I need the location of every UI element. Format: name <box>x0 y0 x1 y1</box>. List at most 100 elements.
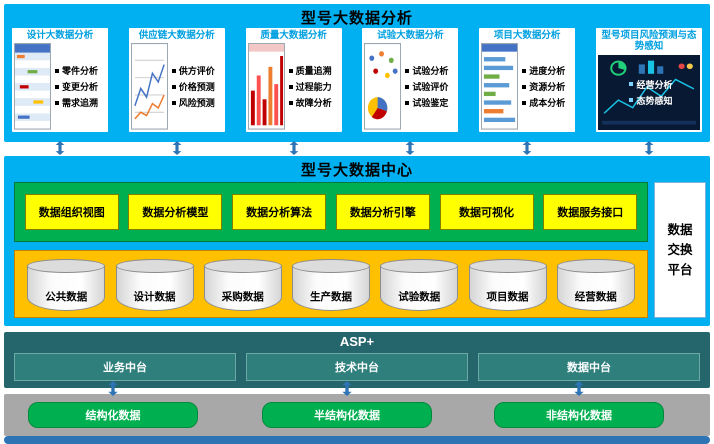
cylinder-top-icon <box>115 259 194 273</box>
bullet-square-icon <box>171 68 176 73</box>
bullet-label: 试验鉴定 <box>412 98 449 109</box>
asp-platform-layer: ASP+ 业务中台 技术中台 数据中台 <box>4 332 710 388</box>
bullet-item: 试验分析 <box>405 64 448 77</box>
bullet-label: 进度分析 <box>529 66 566 77</box>
database-cylinder-common-data: 公共数据 <box>27 259 106 311</box>
bullet-square-icon <box>171 100 176 105</box>
cylinder-top-icon <box>203 259 282 273</box>
capability-data-service-api: 数据服务接口 <box>543 194 638 230</box>
exchange-line: 平台 <box>667 263 693 277</box>
bullet-label: 试验分析 <box>412 66 449 77</box>
bullet-label: 变更分析 <box>62 82 99 93</box>
datastore-container: 公共数据 设计数据 采购数据 生产数据 试验数据 <box>14 250 648 318</box>
panel-title: 型号项目风险预测与态势感知 <box>601 30 697 53</box>
bullet-square-icon <box>522 68 527 73</box>
bullet-square-icon <box>405 68 410 73</box>
asp-title: ASP+ <box>339 334 375 349</box>
bullet-label: 成本分析 <box>529 98 566 109</box>
panel-bullets: 进度分析 资源分析 成本分析 <box>518 61 565 112</box>
panel-body: 供方评价 价格预测 风险预测 <box>130 43 223 130</box>
double-arrow-icon <box>522 141 532 155</box>
bullet-square-icon <box>405 100 410 105</box>
source-structured-data: 结构化数据 <box>28 402 198 428</box>
source-semi-structured-data: 半结构化数据 <box>262 402 432 428</box>
datastore-label: 采购数据 <box>221 291 264 303</box>
datastore-label: 设计数据 <box>133 291 176 303</box>
bullet-square-icon <box>55 68 59 73</box>
panel-body: 试验分析 试验评价 试验鉴定 <box>364 43 456 130</box>
bullet-square-icon <box>171 84 176 89</box>
cylinder-body-icon <box>203 266 282 311</box>
double-arrow-icon <box>289 141 299 155</box>
bullet-label: 零件分析 <box>62 66 99 77</box>
cylinder-body-icon <box>556 266 635 311</box>
cylinder-body-icon <box>27 266 106 311</box>
database-cylinder-procurement-data: 采购数据 <box>203 259 282 311</box>
database-cylinder-production-data: 生产数据 <box>292 259 370 311</box>
bullet-square-icon <box>288 100 293 105</box>
quality-bars-thumbnail <box>247 43 285 130</box>
panel-body: 经营分析 态势感知 <box>597 54 700 130</box>
bullet-item: 态势感知 <box>629 94 672 107</box>
bullet-item: 零件分析 <box>55 64 98 77</box>
bullet-square-icon <box>629 98 634 103</box>
bullet-item: 价格预测 <box>171 80 215 93</box>
database-cylinder-design-data: 设计数据 <box>115 259 194 311</box>
panel-supply-chain-analysis: 供应链大数据分析 供方评价 价格预测 风险预测 <box>128 28 225 132</box>
bullet-label: 试验评价 <box>412 82 449 93</box>
double-arrow-icon <box>55 141 65 155</box>
source-unstructured-data: 非结构化数据 <box>494 402 664 428</box>
data-center-layer: 型号大数据中心 数据组织视图 数据分析模型 数据分析算法 数据分析引擎 数据可视… <box>4 156 710 326</box>
cylinder-body-icon <box>468 266 547 311</box>
panel-title: 项目大数据分析 <box>493 30 561 41</box>
asp-platforms: 业务中台 技术中台 数据中台 <box>14 353 700 381</box>
exchange-line: 数据 <box>667 223 693 237</box>
panel-body: 零件分析 变更分析 需求追溯 <box>14 43 106 130</box>
platform-data-middle: 数据中台 <box>478 353 700 381</box>
bottom-accent-bar <box>4 436 710 444</box>
panel-title: 供应链大数据分析 <box>138 30 215 41</box>
analysis-to-center-arrows <box>4 141 710 155</box>
cylinder-top-icon <box>27 259 106 273</box>
supply-line-chart-thumbnail <box>130 43 168 130</box>
data-exchange-platform: 数据 交换 平台 <box>654 182 706 318</box>
analysis-panels: 设计大数据分析 <box>12 28 702 132</box>
bullet-square-icon <box>405 84 410 89</box>
data-center-title: 型号大数据中心 <box>300 162 413 179</box>
capability-data-organization-view: 数据组织视图 <box>24 194 119 230</box>
bullet-label: 价格预测 <box>178 82 215 93</box>
bullet-label: 过程能力 <box>295 82 332 93</box>
design-table-thumbnail <box>14 43 51 130</box>
bullet-item: 变更分析 <box>55 80 98 93</box>
double-arrow-icon <box>644 141 654 155</box>
datastore-label: 试验数据 <box>398 291 441 303</box>
bullet-item: 供方评价 <box>171 64 215 77</box>
bullet-label: 经营分析 <box>636 79 673 90</box>
datastore-label: 公共数据 <box>45 291 88 303</box>
bullet-label: 风险预测 <box>178 98 215 109</box>
database-cylinder-test-data: 试验数据 <box>380 259 459 311</box>
double-arrow-icon <box>405 141 415 155</box>
cylinder-top-icon <box>468 259 547 273</box>
panel-title: 质量大数据分析 <box>260 30 327 41</box>
bullet-square-icon <box>522 84 527 89</box>
bullet-label: 态势感知 <box>636 95 673 106</box>
cylinder-top-icon <box>380 259 459 273</box>
bullet-item: 过程能力 <box>288 80 332 93</box>
bullet-square-icon <box>55 84 59 89</box>
datastore-label: 生产数据 <box>310 291 352 303</box>
cylinder-body-icon <box>115 266 194 311</box>
cylinder-body-icon <box>292 266 370 311</box>
bullet-item: 资源分析 <box>522 80 565 93</box>
bullet-label: 质量追溯 <box>295 66 332 77</box>
panel-title: 设计大数据分析 <box>26 30 94 41</box>
panel-title: 试验大数据分析 <box>377 30 444 41</box>
bullet-square-icon <box>288 68 293 73</box>
panel-project-analysis: 项目大数据分析 进度分析 <box>479 28 576 132</box>
cylinder-top-icon <box>292 259 370 273</box>
panel-bullets: 零件分析 变更分析 需求追溯 <box>51 61 98 112</box>
bullet-label: 故障分析 <box>295 98 332 109</box>
bullet-label: 需求追溯 <box>62 98 99 109</box>
bullet-item: 质量追溯 <box>288 64 332 77</box>
